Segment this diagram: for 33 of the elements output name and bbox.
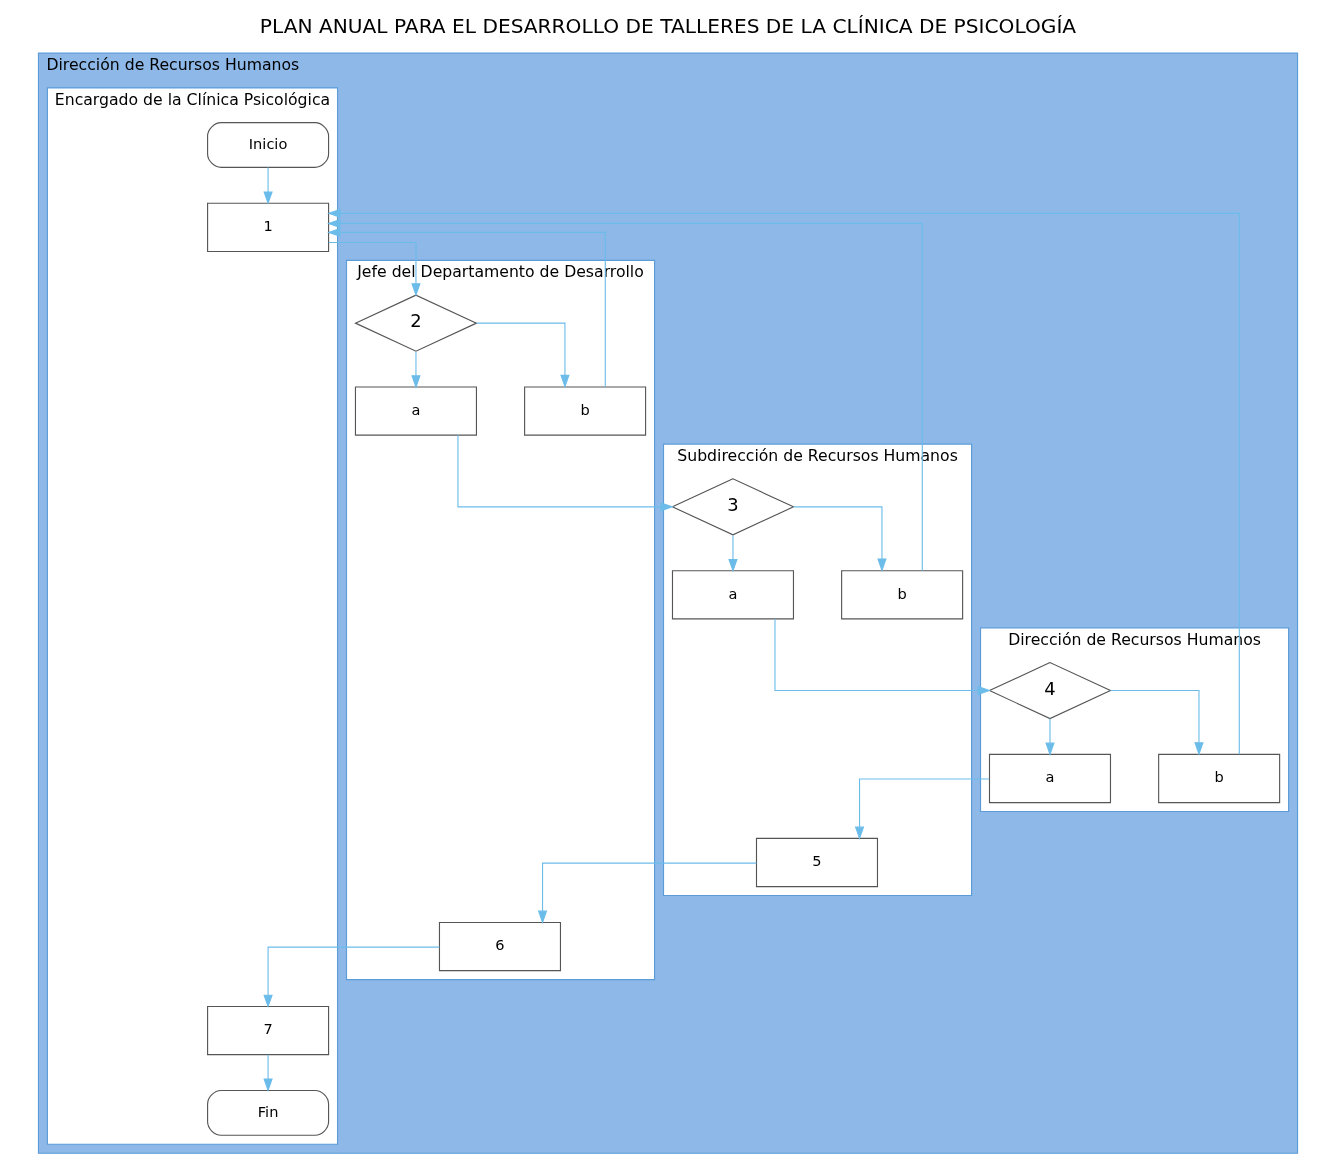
arrow — [475, 322, 570, 389]
node-box: b — [523, 386, 646, 436]
diagram-title: PLAN ANUAL PARA EL DESARROLLO DE TALLERES DE LA CLÍNICA DE PSICOLOGÍA — [259, 14, 1076, 39]
arrow — [262, 166, 273, 205]
node-box: a — [671, 570, 794, 620]
node-box: b — [1157, 753, 1280, 804]
arrow — [262, 946, 440, 1009]
arrow — [792, 506, 887, 572]
node-box: 6 — [438, 921, 561, 972]
arrow — [326, 218, 923, 571]
node-box: a — [988, 753, 1111, 804]
arrow — [727, 534, 738, 573]
node-box: 5 — [755, 837, 878, 888]
node-box: 7 — [206, 1005, 329, 1056]
arrow — [326, 227, 606, 388]
arrow — [537, 862, 757, 925]
node-box: Inicio — [206, 122, 329, 168]
arrow — [1044, 718, 1055, 757]
arrow — [456, 434, 674, 512]
node-box: Fin — [206, 1089, 329, 1136]
node-box: a — [354, 386, 477, 436]
node-diamond: 2 — [353, 294, 478, 352]
arrow — [262, 1054, 273, 1092]
node-diamond: 4 — [987, 661, 1112, 720]
arrow — [326, 208, 1240, 755]
node-box: 1 — [206, 202, 329, 252]
arrow — [854, 778, 990, 841]
arrow — [327, 241, 421, 297]
arrow — [773, 618, 991, 696]
node-box: b — [840, 570, 963, 620]
node-diamond: 3 — [670, 478, 795, 536]
arrow — [1109, 690, 1204, 756]
arrow — [410, 350, 421, 389]
